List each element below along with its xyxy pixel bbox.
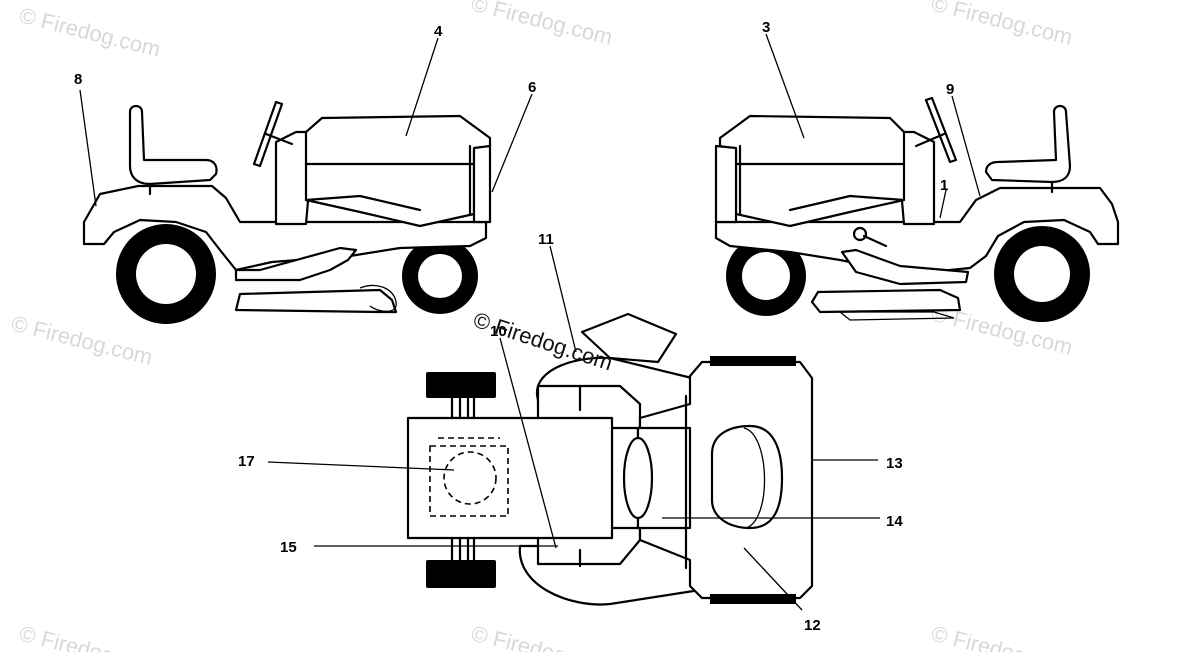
watermark: © Firedog.com (469, 0, 615, 50)
callout-label: 14 (886, 513, 903, 530)
callout-label: 10 (490, 323, 507, 340)
callout-label: 12 (804, 617, 821, 634)
watermark: © Firedog.com (17, 3, 163, 62)
callout-label: 9 (946, 81, 954, 98)
leader-lines (79, 33, 981, 611)
callout-label: 17 (238, 453, 255, 470)
tractor-left-side-view (82, 100, 492, 324)
tractor-right-side-view (714, 96, 1120, 322)
watermark: © Firedog.com (929, 621, 1075, 652)
watermark: © Firedog.com (17, 621, 163, 652)
callout-label: 1 (940, 177, 948, 194)
callout-label: 11 (538, 231, 554, 248)
callout-label: 3 (762, 19, 770, 36)
callout-label: 13 (886, 455, 903, 472)
watermark: © Firedog.com (929, 0, 1075, 50)
callout-label: 4 (434, 23, 443, 40)
watermark: © Firedog.com (469, 621, 615, 652)
tractor-top-view (406, 312, 814, 606)
callout-label: 6 (528, 79, 536, 96)
callout-label: 15 (280, 539, 297, 556)
watermark: © Firedog.com (9, 311, 155, 370)
callout-labels: 1 3 4 6 8 9 10 11 12 13 14 15 17 (74, 19, 954, 634)
callout-label: 8 (74, 71, 82, 88)
